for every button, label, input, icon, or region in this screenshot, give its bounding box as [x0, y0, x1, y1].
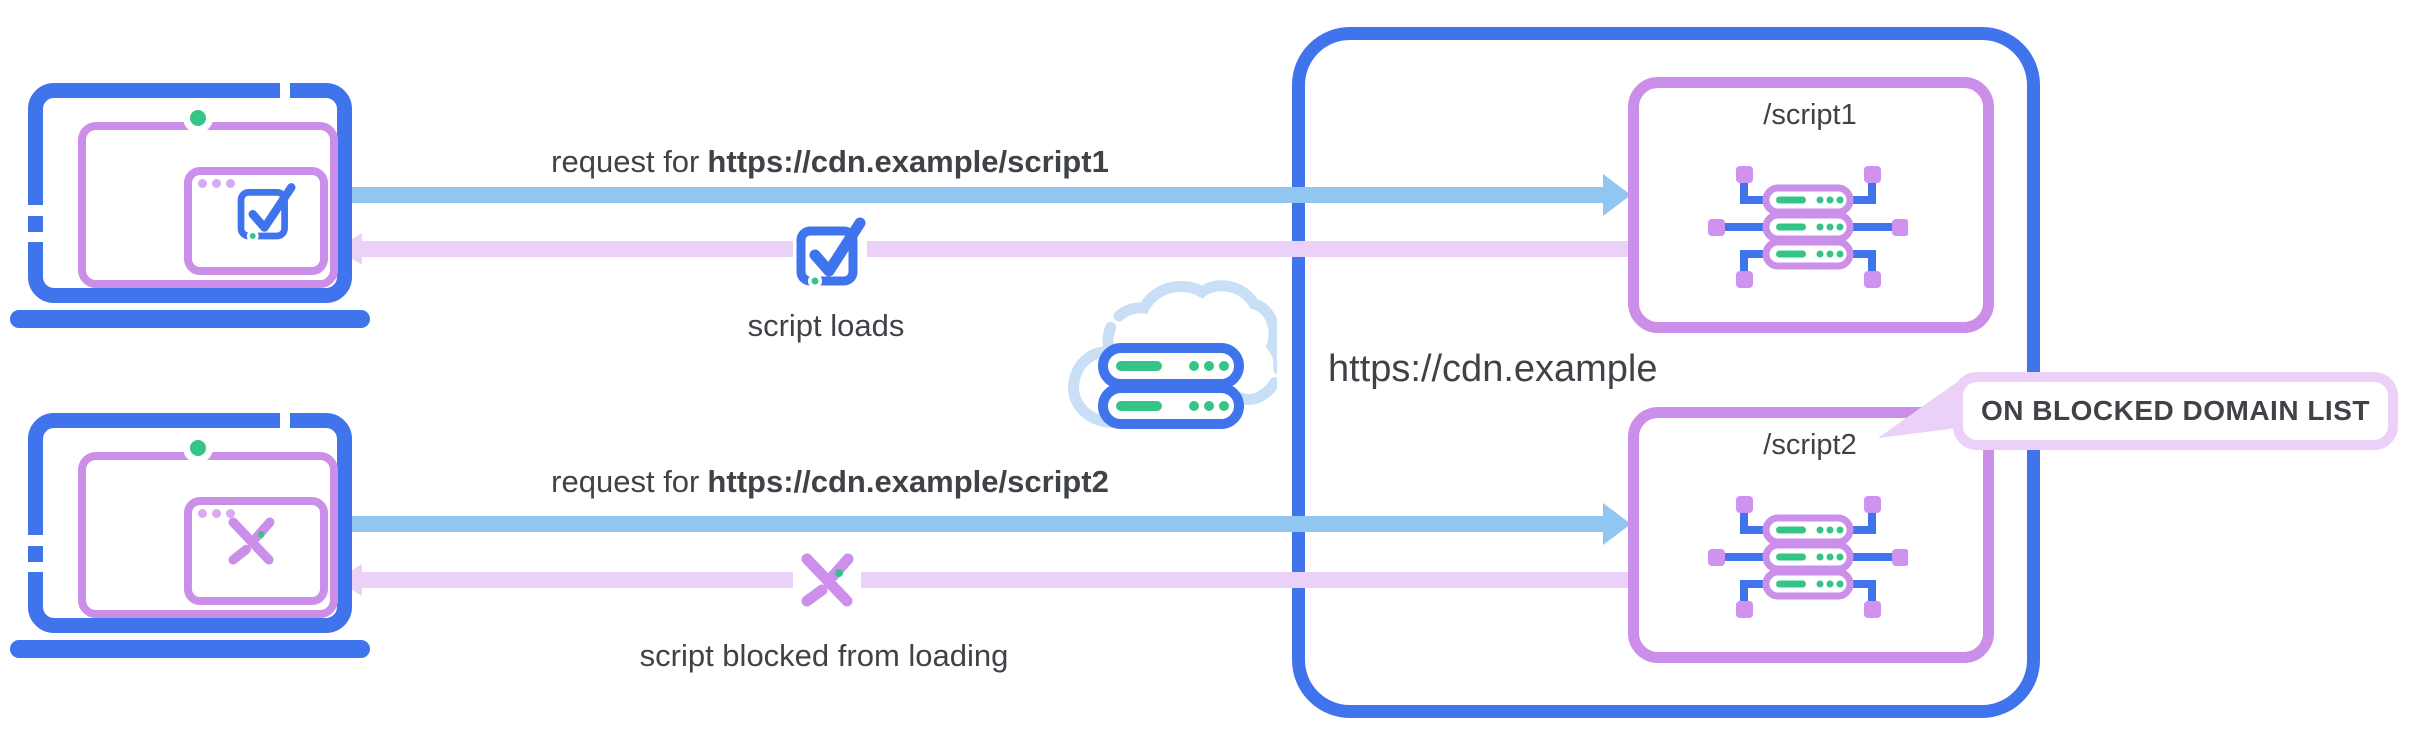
script1-label: /script1	[1763, 99, 1857, 131]
server-icon	[1708, 166, 1908, 288]
cloud-icon	[1068, 280, 1277, 428]
browser-window	[184, 167, 328, 275]
window-dots-icon	[198, 179, 235, 188]
script-blocked-label: script blocked from loading	[639, 638, 1009, 673]
request-arrowhead-script2	[1603, 503, 1631, 545]
laptop-base	[10, 310, 370, 328]
script-blocked-cross-icon	[793, 546, 861, 614]
response-arrow-script1	[362, 241, 1630, 257]
request1-prefix: request for	[551, 144, 700, 179]
request2-prefix: request for	[551, 464, 700, 499]
cdn-domain-label: https://cdn.example	[1328, 348, 1658, 390]
laptop-icon	[28, 413, 352, 633]
request-arrow-script1	[336, 187, 1605, 203]
camera-dot-icon	[190, 110, 206, 126]
response-arrow-script2	[362, 572, 1630, 588]
request1-url: https://cdn.example/script1	[707, 144, 1109, 179]
server-icon	[1708, 496, 1908, 618]
cross-icon	[228, 517, 275, 565]
camera-dot-icon	[190, 440, 206, 456]
request-arrowhead-script1	[1603, 174, 1631, 216]
laptop-icon	[28, 83, 352, 303]
browser-window	[184, 497, 328, 605]
script2-label: /script2	[1763, 429, 1857, 461]
callout-tail	[1878, 382, 1957, 438]
script-loads-label: script loads	[747, 308, 905, 343]
script-loads-check-icon	[793, 213, 867, 287]
callout-label: ON BLOCKED DOMAIN LIST	[1981, 395, 2370, 426]
check-icon	[237, 183, 296, 242]
blocked-domain-callout: ON BLOCKED DOMAIN LIST	[1953, 372, 2398, 450]
laptop-base	[10, 640, 370, 658]
window-dots-icon	[198, 509, 235, 518]
request-arrow-script2	[336, 516, 1605, 532]
request2-url: https://cdn.example/script2	[707, 464, 1109, 499]
cloud-server-icon	[1098, 343, 1244, 429]
